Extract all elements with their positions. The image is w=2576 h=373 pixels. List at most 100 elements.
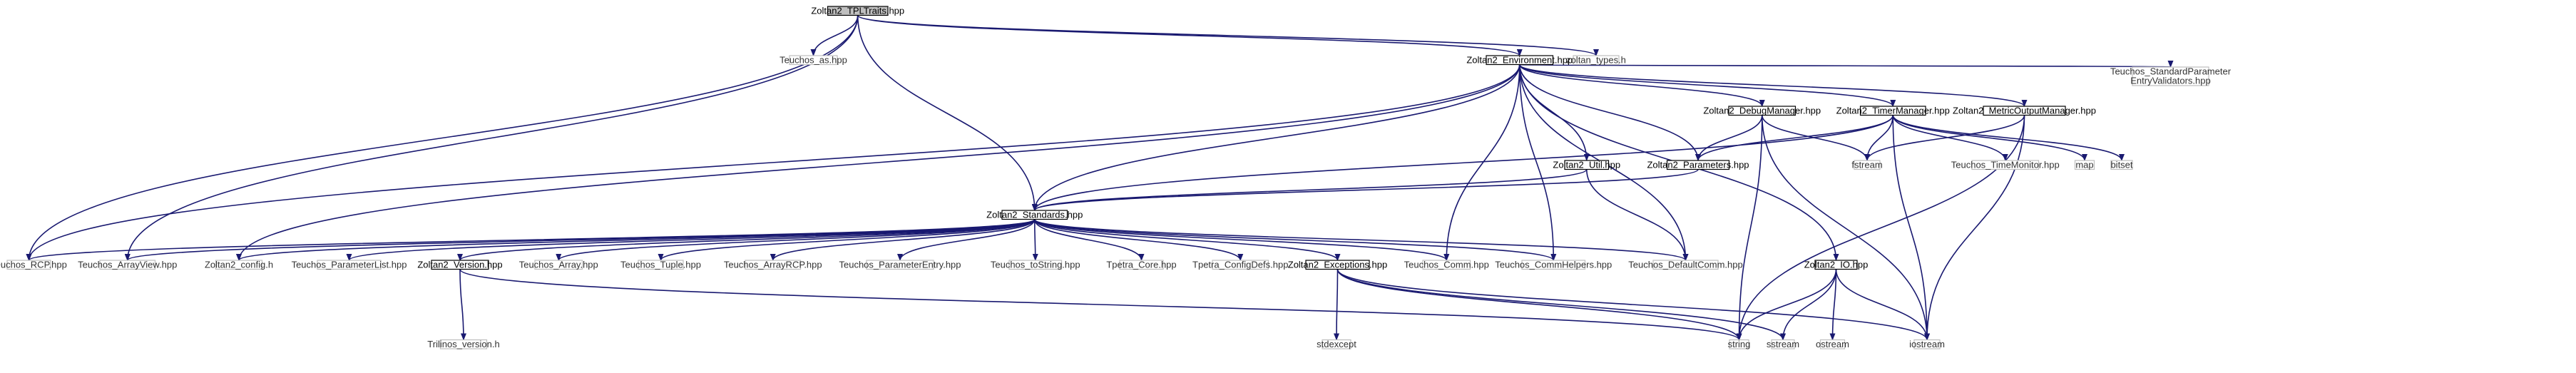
edge-std-to-comm [1033, 218, 1450, 261]
node-timer[interactable]: Zoltan2_TimerManager.hpp [1836, 105, 1950, 116]
edge-env-to-params [1518, 64, 1701, 161]
node-box [1913, 339, 1941, 349]
edge-io-to-sstream [1780, 269, 1837, 341]
node-box [2132, 66, 2209, 86]
node-box [1983, 106, 2066, 116]
edge-env-to-std [1031, 64, 1520, 211]
edge-env-to-comm [1443, 64, 1520, 261]
edge-std-to-plist [346, 218, 1036, 261]
node-std[interactable]: Zoltan2_Standards.hpp [986, 209, 1083, 220]
node-metric[interactable]: Zoltan2_MetricOutputManager.hpp [1953, 105, 2096, 116]
node-bitset: bitset [2110, 159, 2133, 170]
node-label: Zoltan2_Standards.hpp [986, 209, 1083, 220]
node-box [745, 260, 802, 270]
edge-std-to-exceptions [1033, 219, 1341, 261]
edge-timer-to-iostream [1892, 115, 1930, 341]
node-box [1819, 339, 1846, 349]
node-label: Teuchos_DefaultComm.hpp [1628, 259, 1742, 270]
edge-env-to-validators [1518, 60, 2172, 68]
node-box [317, 260, 382, 270]
edge-timer-to-map [1892, 115, 2087, 161]
node-box [1971, 160, 2040, 170]
node-label: Zoltan2_Parameters.hpp [1647, 159, 1749, 170]
node-tpcore: Tpetra_Core.hpp [1106, 259, 1176, 270]
node-label: fstream [1851, 159, 1882, 170]
node-label: Teuchos_TimeMonitor.hpp [1951, 159, 2060, 170]
edge-debug-to-params [1695, 115, 1763, 161]
edge-env-to-debug [1518, 64, 1765, 107]
edge-debug-to-string [1736, 115, 1763, 341]
edge-env-to-rcp [26, 64, 1520, 261]
node-io[interactable]: Zoltan2_IO.hpp [1804, 259, 1869, 270]
node-box [6, 260, 51, 270]
node-box [1814, 260, 1858, 270]
node-commhelpers: Teuchos_CommHelpers.hpp [1495, 259, 1612, 270]
node-label: Teuchos_CommHelpers.hpp [1495, 259, 1612, 270]
node-box [638, 260, 684, 270]
node-label: Zoltan2_Util.hpp [1553, 159, 1620, 170]
node-box [1212, 260, 1269, 270]
node-config: Zoltan2_config.h [205, 259, 273, 270]
node-label: Teuchos_RCP.hpp [0, 259, 67, 270]
node-defcomm: Teuchos_DefaultComm.hpp [1628, 259, 1742, 270]
node-label: Zoltan2_IO.hpp [1804, 259, 1869, 270]
node-box [534, 260, 583, 270]
edge-std-to-commhelpers [1033, 218, 1557, 261]
node-label: Zoltan2_config.h [205, 259, 273, 270]
node-sstream: sstream [1767, 339, 1799, 349]
node-exceptions[interactable]: Zoltan2_Exceptions.hpp [1288, 259, 1387, 270]
node-label: Teuchos_ArrayRCP.hpp [724, 259, 822, 270]
node-comm: Teuchos_Comm.hpp [1404, 259, 1489, 270]
node-util[interactable]: Zoltan2_Util.hpp [1553, 159, 1620, 170]
node-label: Zoltan2_MetricOutputManager.hpp [1953, 105, 2096, 116]
node-debug[interactable]: Zoltan2_DebugManager.hpp [1703, 105, 1821, 116]
node-tpltraits[interactable]: Zoltan2_TPLTraits.hpp [811, 5, 904, 16]
node-pentry: Teuchos_ParameterEntry.hpp [839, 259, 961, 270]
node-box [1652, 260, 1719, 270]
node-label: Teuchos_ArrayView.hpp [78, 259, 177, 270]
node-env[interactable]: Zoltan2_Environment.hpp [1466, 54, 1573, 65]
node-params[interactable]: Zoltan2_Parameters.hpp [1647, 159, 1749, 170]
node-label: Tpetra_ConfigDefs.hpp [1192, 259, 1288, 270]
node-label: Zoltan2_Version.hpp [417, 259, 502, 270]
node-array: Teuchos_Array.hpp [519, 259, 598, 270]
node-label: Teuchos_ParameterList.hpp [292, 259, 407, 270]
node-timemon: Teuchos_TimeMonitor.hpp [1951, 159, 2060, 170]
edge-exceptions-to-stdexcept [1334, 269, 1340, 341]
node-label: iostream [1909, 339, 1945, 349]
node-fstream: fstream [1851, 159, 1882, 170]
node-label: stdexcept [1317, 339, 1356, 349]
node-box [866, 260, 934, 270]
node-tuple: Teuchos_Tuple.hpp [620, 259, 701, 270]
node-box [99, 260, 156, 270]
edge-metric-to-fstream [1864, 115, 2025, 161]
node-box [1771, 339, 1795, 349]
edge-std-to-tostring [1032, 219, 1038, 261]
node-box [431, 260, 489, 270]
node-ostream: ostream [1816, 339, 1849, 349]
edge-std-to-defcomm [1033, 218, 1689, 261]
node-label: Teuchos_as.hpp [780, 54, 847, 65]
node-version[interactable]: Zoltan2_Version.hpp [417, 259, 502, 270]
edge-util-to-defcomm [1585, 169, 1689, 261]
edge-std-to-arrayrcp [770, 219, 1036, 261]
edge-std-to-array [556, 218, 1036, 261]
node-label: EntryValidators.hpp [2130, 76, 2211, 86]
node-label: string [1728, 339, 1751, 349]
node-box [1728, 106, 1796, 116]
node-box [1305, 260, 1370, 270]
edge-exceptions-to-iostream [1336, 269, 1930, 341]
node-validators: Teuchos_StandardParameter EntryValidator… [2110, 66, 2232, 86]
node-map: map [2074, 159, 2095, 170]
node-label: Trilinos_version.h [427, 339, 499, 349]
node-box [1521, 260, 1586, 270]
edge-tpltraits-to-as [810, 15, 859, 56]
node-label: Teuchos_Array.hpp [519, 259, 598, 270]
node-box [1854, 160, 1881, 170]
node-label: Tpetra_Core.hpp [1106, 259, 1176, 270]
edge-util-to-std [1031, 168, 1588, 211]
node-arrayview: Teuchos_ArrayView.hpp [78, 259, 177, 270]
edge-io-to-iostream [1835, 269, 1930, 341]
